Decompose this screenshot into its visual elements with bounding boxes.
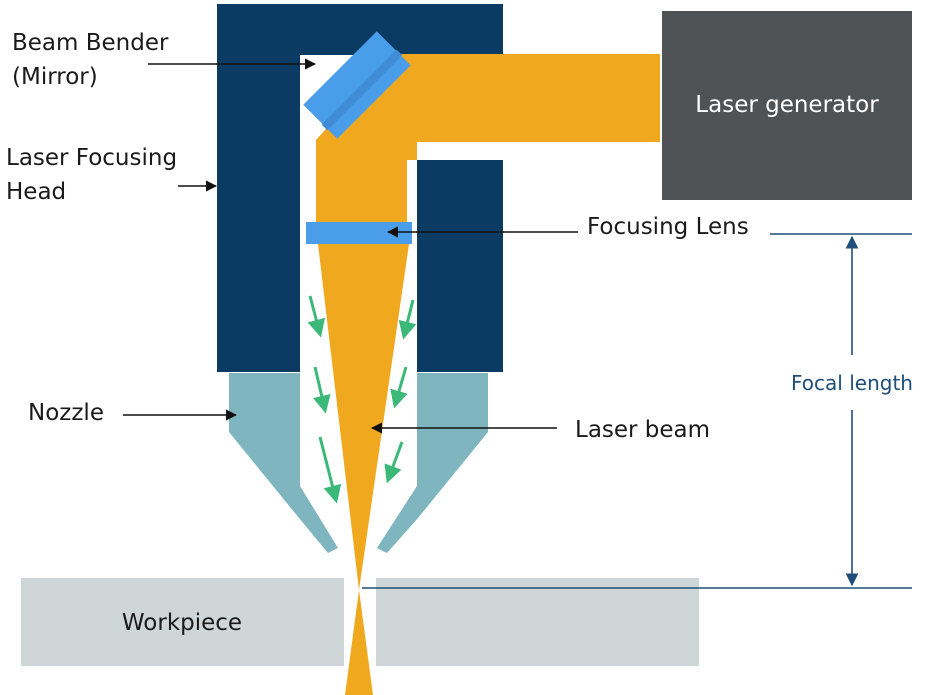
focusing-lens [306, 222, 412, 244]
pointer-arrows [123, 58, 578, 434]
workpiece-right [376, 578, 699, 666]
head-left-wall [217, 4, 503, 372]
beam-bender-label: Beam Bender [12, 30, 169, 56]
laser-generator [662, 11, 912, 200]
nozzle-left [229, 373, 338, 553]
workpiece-label: Workpiece [122, 610, 242, 636]
laser-beam-cone [318, 244, 409, 695]
laser-beam-label: Laser beam [575, 417, 710, 443]
assist-gas-arrows [307, 295, 417, 504]
focal-length-dimension [362, 233, 912, 589]
beam-bender-sublabel: (Mirror) [12, 64, 98, 90]
focusing-head [217, 4, 503, 372]
focusing-lens-label: Focusing Lens [587, 214, 749, 240]
beam-bender-mirror [303, 31, 411, 139]
laser-generator-label: Laser generator [695, 92, 879, 118]
nozzle-right [377, 373, 488, 553]
workpiece [21, 578, 699, 666]
focal-length-label: Focal length [791, 371, 913, 395]
head-right-wall [417, 160, 503, 372]
nozzle-label: Nozzle [28, 400, 104, 426]
focusing-head-label: Laser Focusing [6, 145, 177, 171]
laser-beam [316, 54, 660, 695]
workpiece-left [21, 578, 344, 666]
laser-beam-horizontal [316, 54, 660, 225]
focusing-head-sublabel: Head [6, 179, 66, 205]
nozzle [229, 373, 488, 553]
